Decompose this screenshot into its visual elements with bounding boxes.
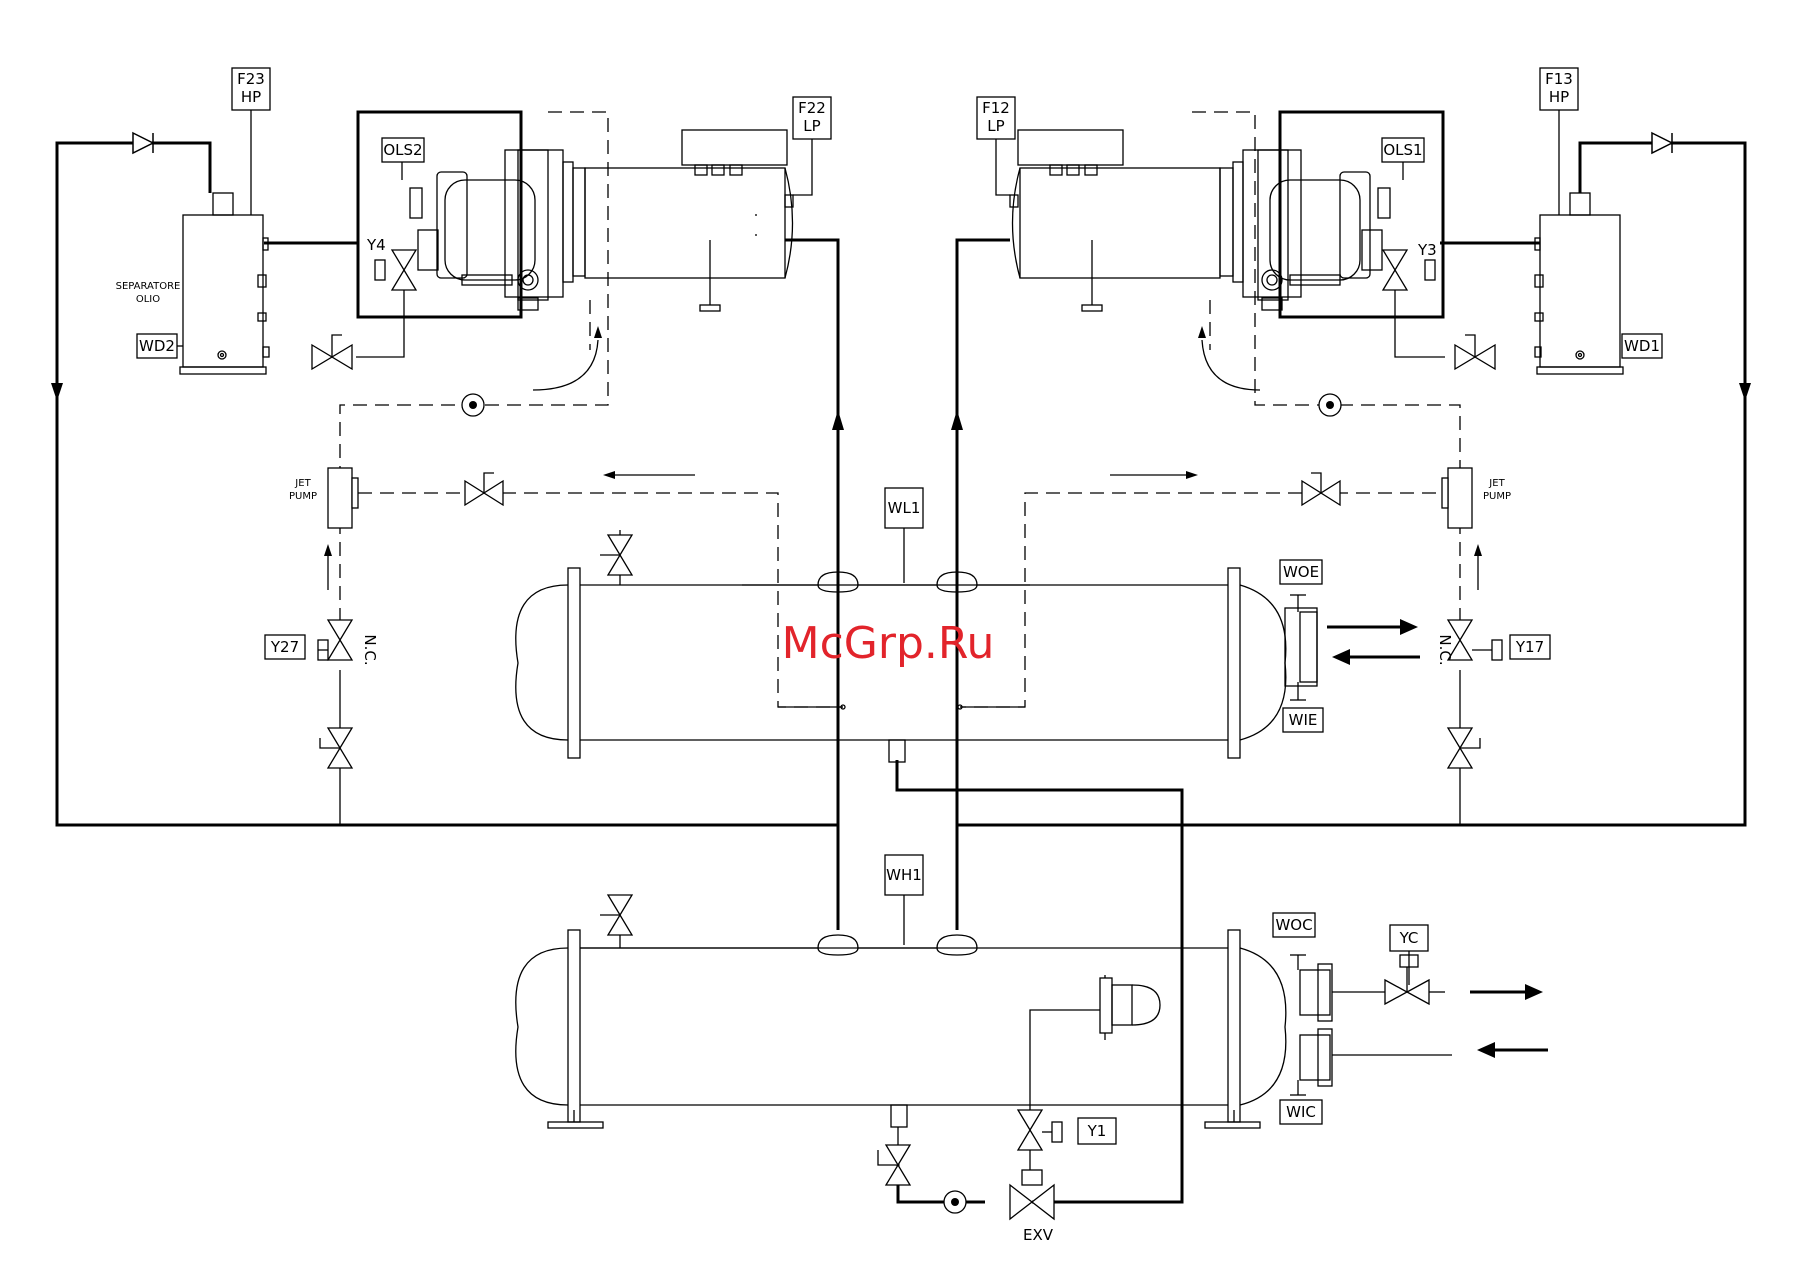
- label-y4: Y4: [366, 236, 386, 254]
- leader-lines: [251, 110, 1559, 985]
- label-exv: EXV: [1023, 1226, 1054, 1244]
- oil-separator-right: [1535, 193, 1623, 374]
- label-f22: F22: [798, 99, 826, 117]
- watermark: McGrp.Ru: [782, 618, 995, 669]
- label-separator-1: SEPARATORE: [116, 281, 181, 292]
- label-yc: YC: [1399, 929, 1419, 947]
- flow-arrows-outer: [51, 383, 1751, 430]
- oil-separator-left: [176, 193, 269, 374]
- label-jet-right-1: JET: [1488, 478, 1505, 489]
- label-boxes: [137, 68, 1662, 1144]
- label-f12-sub: LP: [987, 117, 1004, 135]
- label-jet-left-1: JET: [294, 478, 311, 489]
- label-woc: WOC: [1275, 916, 1312, 934]
- label-wd1: WD1: [1624, 337, 1660, 355]
- evaporator-water-arrows: [1327, 619, 1420, 665]
- check-valves: [133, 133, 1672, 153]
- label-y17: Y17: [1515, 638, 1544, 656]
- label-nc-left: N.C.: [361, 634, 379, 665]
- label-f22-sub: LP: [803, 117, 820, 135]
- label-f23: F23: [237, 70, 265, 88]
- label-y3: Y3: [1417, 241, 1437, 259]
- label-wh1: WH1: [886, 866, 922, 884]
- label-f23-sub: HP: [241, 88, 261, 106]
- check-valve-left: [133, 133, 153, 153]
- right-discharge-loop: [957, 143, 1745, 825]
- label-wie: WIE: [1289, 711, 1318, 729]
- label-jet-left-2: PUMP: [289, 491, 317, 502]
- oil-flow-arrows: [324, 326, 1482, 590]
- label-y27: Y27: [270, 638, 299, 656]
- left-discharge-loop: [57, 143, 838, 825]
- label-wl1: WL1: [888, 499, 921, 517]
- condenser-shell: [516, 930, 1452, 1128]
- label-f13-sub: HP: [1549, 88, 1569, 106]
- label-jet-right-2: PUMP: [1483, 491, 1511, 502]
- label-ols2: OLS2: [383, 141, 422, 159]
- label-f12: F12: [982, 99, 1010, 117]
- label-woe: WOE: [1283, 563, 1319, 581]
- label-wd2: WD2: [139, 337, 175, 355]
- label-nc-right: N.C.: [1436, 634, 1454, 665]
- label-y1: Y1: [1087, 1122, 1107, 1140]
- label-wic: WIC: [1286, 1103, 1316, 1121]
- check-valve-right: [1652, 133, 1672, 153]
- evaporator-internals: [778, 705, 1025, 709]
- label-f13: F13: [1545, 70, 1573, 88]
- label-ols1: OLS1: [1383, 141, 1422, 159]
- compressor-right: [1010, 112, 1443, 317]
- thick-pipes: [57, 143, 1745, 1202]
- condenser-water-arrows: [1470, 984, 1548, 1058]
- label-separator-2: OLIO: [136, 294, 160, 305]
